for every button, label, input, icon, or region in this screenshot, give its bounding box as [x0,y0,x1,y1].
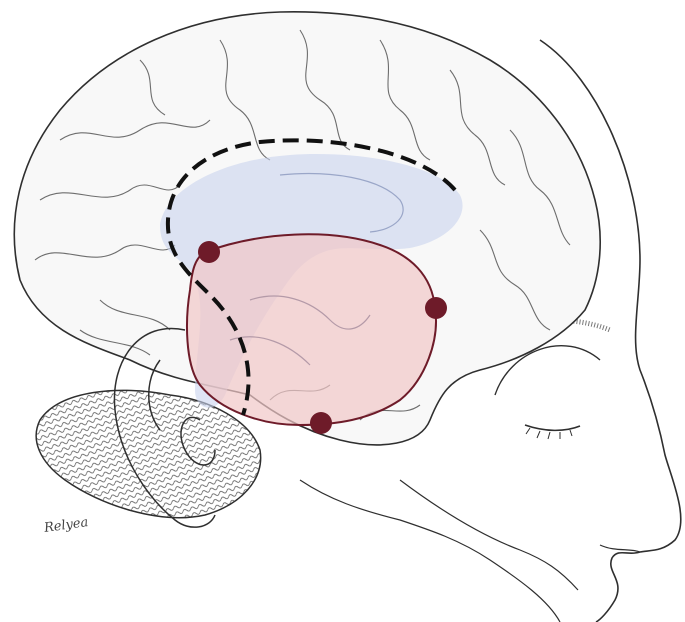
cerebellum [35,389,262,519]
marker-inferior [310,412,332,434]
target-region [186,233,437,427]
closed-eye [494,317,611,440]
ear [113,327,216,528]
dashed-boundary [165,138,457,416]
markers [198,241,447,434]
marker-superior [198,241,220,263]
face-profile [299,39,682,622]
marker-anterior [425,297,447,319]
